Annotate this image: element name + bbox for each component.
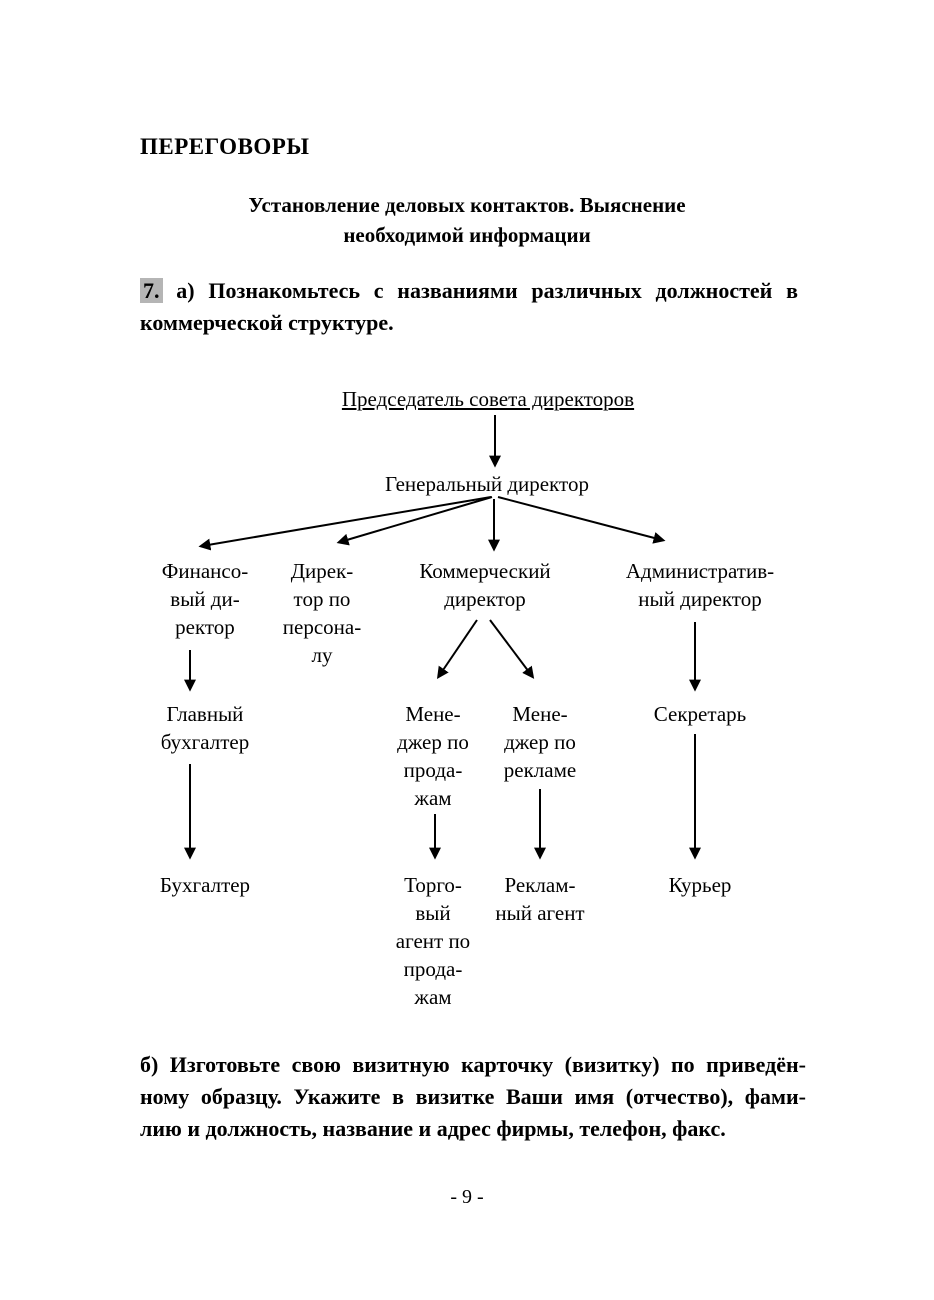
section-title-line1: Установление деловых контактов. Выяснени… bbox=[248, 193, 686, 217]
exercise-b: б) Изготовьте свою визитную карточку (ви… bbox=[140, 1049, 806, 1145]
node-sales-agent: Торго- вый агент по прода- жам bbox=[395, 873, 471, 1009]
page-header: ПЕРЕГОВОРЫ bbox=[140, 134, 310, 159]
exercise-a: 7. а) Познакомьтесь с названиями различн… bbox=[140, 275, 798, 339]
node-hr-director: Дирек- тор по персона- лу bbox=[282, 559, 362, 667]
section-title: Установление деловых контактов. Выяснени… bbox=[0, 190, 934, 250]
exercise-a-line1: 7. а) Познакомьтесь с названиями различн… bbox=[140, 275, 798, 307]
node-accountant: Бухгалтер bbox=[159, 873, 251, 897]
section-title-line2: необходимой информации bbox=[343, 223, 591, 247]
node-chairman: Председатель совета директоров bbox=[341, 387, 635, 411]
exercise-number: 7. bbox=[140, 278, 163, 303]
node-ad-manager: Мене- джер по рекламе bbox=[503, 702, 577, 782]
page-number: - 9 - bbox=[450, 1186, 484, 1208]
node-ad-agent: Реклам- ный агент bbox=[495, 873, 585, 925]
exercise-b-line3: лию и должность, название и адрес фирмы,… bbox=[140, 1116, 726, 1141]
node-secretary: Секретарь bbox=[653, 702, 747, 726]
exercise-b-line1: б) Изготовьте свою визитную карточку (ви… bbox=[140, 1052, 806, 1077]
node-financial-director: Финансо- вый ди- ректор bbox=[161, 559, 249, 639]
node-administrative-director: Административ- ный директор bbox=[625, 559, 775, 611]
exercise-a-line2: коммерческой структуре. bbox=[140, 310, 394, 335]
node-courier: Курьер bbox=[668, 873, 732, 897]
exercise-a-line1-text: а) Познакомьтесь с названиями различных … bbox=[176, 278, 799, 303]
node-sales-manager: Мене- джер по прода- жам bbox=[397, 702, 469, 810]
node-general-director: Генеральный директор bbox=[385, 472, 589, 496]
node-chief-accountant: Главный бухгалтер bbox=[160, 702, 250, 754]
node-commercial-director: Коммерческий директор bbox=[419, 559, 551, 611]
exercise-b-line2: ному образцу. Укажите в визитке Ваши имя… bbox=[140, 1084, 806, 1109]
